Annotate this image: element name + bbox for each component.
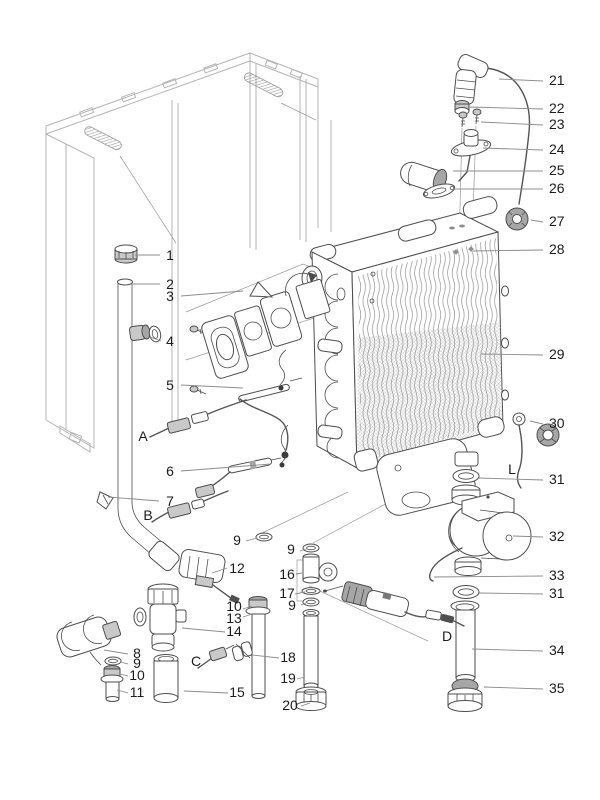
ref-label-L: L [508,461,516,477]
cable-B [151,490,229,523]
ring-17 [301,587,321,595]
part-label-8: 8 [133,645,141,661]
part-label-10a: 10 [129,667,145,683]
part-label-7: 7 [166,493,174,509]
fitting-10a [100,665,124,684]
part-label-20: 20 [282,697,298,713]
grommet-27 [505,207,529,231]
part-label-3: 3 [166,288,174,304]
part-label-26: 26 [549,180,565,196]
cable-A [149,399,247,438]
part-label-1: 1 [166,247,174,263]
pressure-switch-12 [178,549,240,604]
pipe-13 [251,613,266,699]
part-label-28: 28 [549,241,565,257]
pipe-11 [105,681,120,702]
nut-20 [295,686,327,711]
part-label-16: 16 [279,566,295,582]
part-label-31a: 31 [549,471,565,487]
pipe-34 [450,600,480,682]
part-label-23: 23 [549,116,565,132]
part-label-19: 19 [280,670,296,686]
part-label-21: 21 [549,72,565,88]
part-label-15: 15 [229,684,245,700]
clip-18 [231,641,253,662]
part-label-17: 17 [279,585,295,601]
screws-23 [458,108,482,128]
part-label-32: 32 [549,528,565,544]
pipe-clip-7 [96,491,114,510]
pipe-19 [302,609,320,690]
electrode-24 [450,129,492,182]
frame-rail-slots [79,59,303,118]
part-label-9b: 9 [133,655,141,671]
part-label-33: 33 [549,567,565,583]
oring-9b [104,656,122,666]
ref-label-C: C [191,653,201,669]
part-label-24: 24 [549,141,565,157]
sight-glass-group [189,272,331,395]
frame-hinge-pins [84,72,284,151]
part-label-25: 25 [549,162,565,178]
top-screw-b [468,246,474,252]
part-label-34: 34 [549,642,565,658]
oring-31-upper [452,469,480,483]
pipe-stub-and-oring-4 [128,324,162,343]
ref-label-D: D [442,628,452,644]
gasket-26 [422,183,456,199]
cabinet-frame [45,52,332,453]
part-label-31b: 31 [549,585,565,601]
part-label-29: 29 [549,346,565,362]
cable-clip-C [197,644,235,669]
fitting-16 [302,553,338,584]
part-label-10b: 10 [226,598,242,614]
electrode-5 [238,349,303,468]
spark-plug-cap-21 [453,54,489,105]
part-label-18: 18 [280,649,296,665]
oring-9c [302,597,320,607]
part-label-6: 6 [166,463,174,479]
part-label-35: 35 [549,680,565,696]
flow-sensor-assembly [323,581,465,627]
ignition-group [400,54,531,231]
part-label-2: 2 [166,276,174,292]
pump-cable-33 [428,547,463,582]
pipe-15 [153,654,179,703]
drain-valve-8 [56,614,122,666]
part-label-11: 11 [130,684,145,700]
part-label-13: 13 [226,610,242,626]
top-screw-a [453,249,459,255]
oring-9a [255,532,273,542]
fitting-10b [245,596,271,616]
part-label-27: 27 [549,213,565,229]
left-riser-pipe [96,244,180,572]
sensor-6 [194,457,282,499]
part-label-22: 22 [549,100,565,116]
ref-label-B: B [143,507,152,523]
tee-valve-14 [133,583,187,652]
filter-nut-35 [447,678,483,712]
leader-lines [103,78,544,707]
oring-31-lower [452,585,480,599]
cap-part-1 [114,244,138,264]
pump-32 [428,484,532,582]
ref-label-A: A [138,428,148,444]
part-label-5: 5 [166,377,174,393]
part-label-9a: 9 [233,532,241,548]
part-label-30: 30 [549,415,565,431]
part-label-4: 4 [166,333,174,349]
exchanger-sump [376,438,479,516]
part-label-9c: 9 [288,597,296,613]
nut-30 [536,423,560,447]
part-label-14: 14 [226,623,242,639]
part-label-9d: 9 [287,541,295,557]
oring-9d [302,543,320,553]
heat-exchanger [301,196,509,516]
ground-wire-30 [512,412,560,489]
exchanger-mesh [357,322,503,468]
part-label-12: 12 [229,560,245,576]
